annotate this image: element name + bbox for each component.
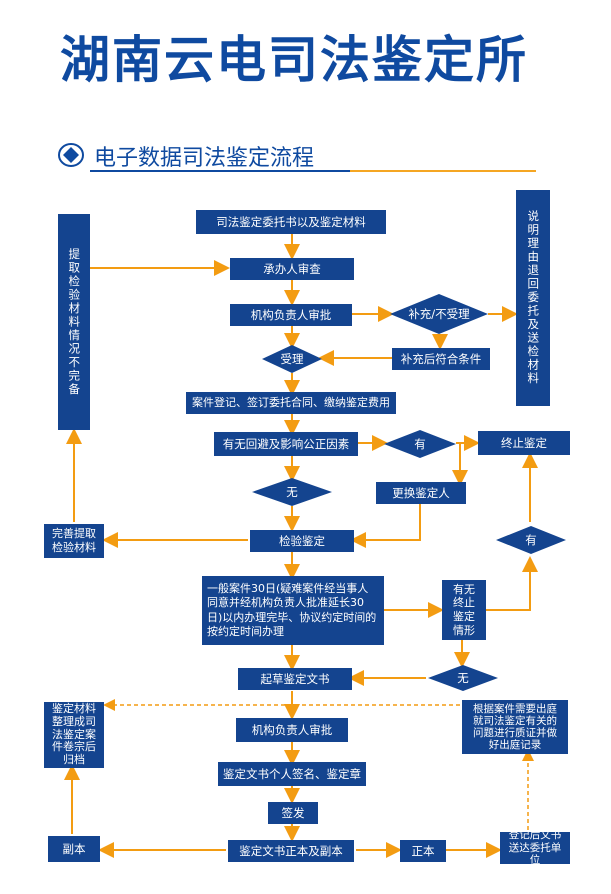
node-no-2: 无: [428, 665, 498, 691]
node-head-approve: 机构负责人审批: [236, 718, 348, 742]
section-heading: 电子数据司法鉴定流程: [94, 146, 315, 171]
no-1-label: 无: [286, 485, 298, 499]
node-copy: 副本: [48, 836, 100, 862]
node-complete-extract: 完善提取 检验材料: [44, 524, 104, 558]
page-title: 湖南云电司法鉴定所: [60, 31, 528, 89]
diamond-shape-icon: [252, 478, 332, 506]
node-stop-case: 有无 终止 鉴定 情形: [442, 580, 486, 640]
diamond-shape-icon: [496, 526, 566, 554]
node-draft: 起草鉴定文书: [238, 668, 352, 690]
diamond-bullet-icon: [58, 143, 84, 167]
node-deliver: 登记后文书 送达委托单位: [500, 829, 570, 866]
yes-1-label: 有: [414, 437, 426, 451]
node-court: 根据案件需要出庭 就司法鉴定有关的 问题进行质证并做 好出庭记录: [462, 700, 568, 754]
node-yes-2: 有: [496, 526, 566, 554]
diamond-shape-icon: [390, 294, 488, 334]
node-no-1: 无: [252, 478, 332, 506]
node-review: 承办人审查: [230, 258, 354, 280]
node-extract-incomplete: 提取检验材料情况不完备: [58, 214, 90, 430]
node-accept: 受理: [262, 345, 322, 373]
node-replace: 更换鉴定人: [376, 482, 466, 504]
node-yes-1: 有: [384, 430, 456, 458]
node-approve: 机构负责人审批: [230, 304, 352, 326]
no-2-label: 无: [457, 671, 469, 685]
supplement-label: 补充/不受理: [408, 307, 470, 321]
node-deadline: 一般案件30日(疑难案件经当事人同意并经机构负责人批准延长30日)以内办理完毕、…: [202, 576, 384, 645]
node-terminate: 终止鉴定: [478, 431, 570, 455]
node-supplement-decision: 补充/不受理: [390, 294, 488, 334]
node-archive: 鉴定材料 整理成司 法鉴定案 件卷宗后 归档: [44, 702, 104, 768]
node-entrust: 司法鉴定委托书以及鉴定材料: [196, 210, 386, 234]
node-explain-return: 说明理由退回委托及送检材料: [516, 190, 550, 406]
diamond-shape-icon: [384, 430, 456, 458]
node-inspect: 检验鉴定: [250, 530, 354, 552]
node-original: 正本: [400, 840, 446, 862]
node-sign: 鉴定文书个人签名、鉴定章: [218, 762, 366, 786]
node-doc-orig-copy: 鉴定文书正本及副本: [228, 840, 354, 862]
section-header: 电子数据司法鉴定流程: [50, 138, 536, 172]
accept-label: 受理: [280, 352, 304, 366]
node-supplement-ok: 补充后符合条件: [392, 348, 490, 370]
node-register: 案件登记、签订委托合同、缴纳鉴定费用: [186, 392, 396, 414]
diamond-shape-icon: [262, 345, 322, 373]
diamond-shape-icon: [428, 665, 498, 691]
node-issue: 签发: [268, 802, 318, 824]
yes-2-label: 有: [525, 533, 537, 547]
section-underline: [90, 170, 350, 172]
section-underline-accent: [350, 170, 536, 172]
node-avoid: 有无回避及影响公正因素: [214, 432, 358, 456]
